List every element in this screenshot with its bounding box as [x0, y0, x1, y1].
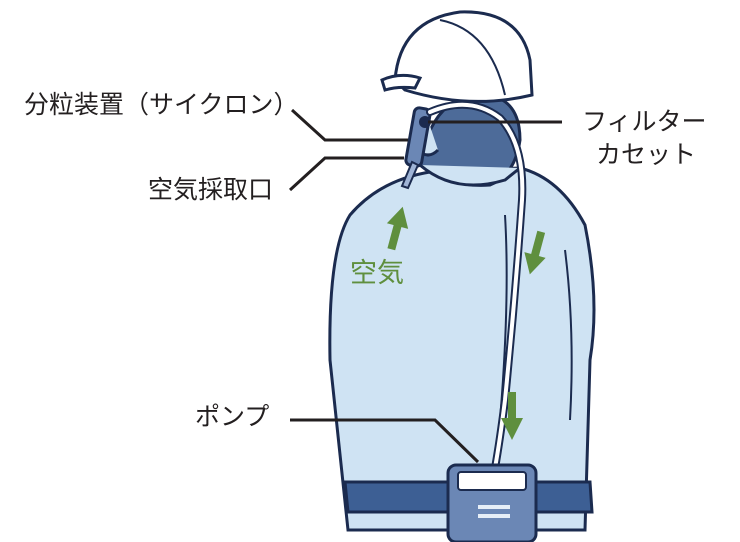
label-pump: ポンプ — [195, 402, 270, 431]
arrow-up-icon — [386, 206, 409, 251]
helmet — [393, 10, 534, 103]
label-cyclone: 分粒装置（サイクロン） — [24, 90, 299, 119]
pump-top — [457, 471, 527, 491]
pump-slot-2 — [478, 514, 510, 518]
helmet-brim — [380, 73, 423, 92]
leader-pump — [290, 418, 480, 464]
shirt-fold-right — [564, 249, 573, 421]
label-intake: 空気採取口 — [148, 175, 274, 204]
label-air: 空気 — [350, 258, 404, 289]
arrow-down-icon — [501, 392, 523, 440]
leader-intake — [288, 156, 404, 192]
air-intake-nozzle — [400, 160, 420, 190]
label-filter-line1: フィルター — [582, 107, 707, 136]
sampling-tube-inner — [428, 102, 525, 470]
collar — [419, 163, 521, 187]
filter-cassette — [419, 116, 431, 128]
leader-cyclone — [290, 108, 408, 142]
arrow-down-icon — [524, 230, 546, 275]
helmet-ridge — [439, 19, 506, 96]
label-filter-line2: カセット — [596, 140, 697, 169]
pump-slot-1 — [478, 505, 510, 509]
